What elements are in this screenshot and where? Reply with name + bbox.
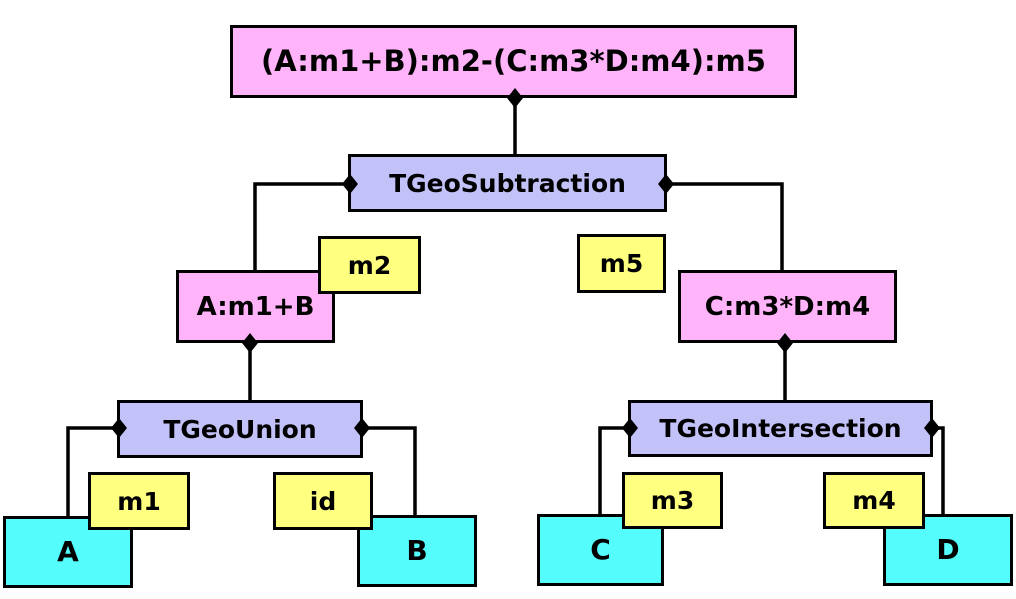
shape-node-C: C	[537, 514, 664, 586]
matrix-node-id: id	[273, 472, 373, 530]
right-expression-node: C:m3*D:m4	[678, 270, 897, 343]
intersection-node: TGeoIntersection	[628, 400, 933, 457]
shape-node-B: B	[357, 515, 477, 587]
matrix-node-m1: m1	[88, 472, 190, 530]
matrix-node-m5: m5	[577, 234, 666, 293]
connector-subtraction-to-right-expression	[666, 182, 784, 272]
matrix-node-m4: m4	[823, 472, 925, 529]
connector-intersection-to-D	[932, 426, 945, 516]
aggregation-diamonds	[111, 88, 940, 438]
root-expression-node: (A:m1+B):m2-(C:m3*D:m4):m5	[230, 25, 797, 98]
left-expression-node: A:m1+B	[176, 270, 335, 343]
union-node: TGeoUnion	[117, 400, 363, 458]
matrix-node-m2: m2	[318, 236, 421, 294]
matrix-node-m3: m3	[622, 472, 723, 529]
subtraction-node: TGeoSubtraction	[348, 154, 667, 212]
